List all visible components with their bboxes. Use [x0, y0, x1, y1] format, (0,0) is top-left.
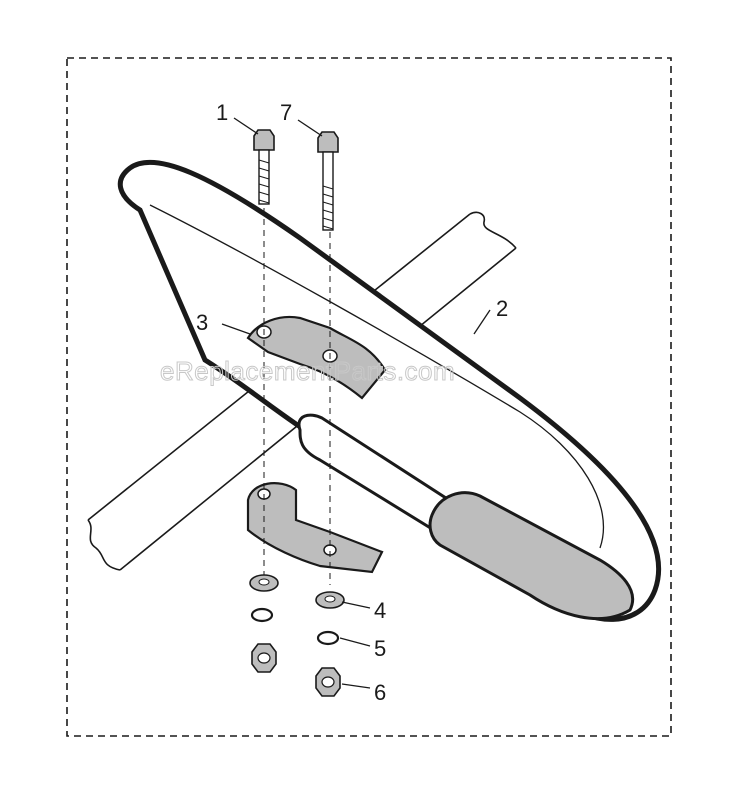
callout-6: 6 — [374, 680, 386, 705]
callout-2: 2 — [496, 296, 508, 321]
watermark-text: eReplacementParts.com — [160, 356, 455, 386]
bolt-centerlines — [263, 208, 331, 585]
flat-washer-right — [315, 591, 345, 609]
lock-washer-right — [316, 630, 340, 646]
handle-bar — [117, 159, 662, 622]
flat-washer-left — [249, 574, 279, 592]
upper-clamp — [246, 315, 387, 400]
callout-4: 4 — [374, 598, 386, 623]
bolt-long — [317, 131, 339, 231]
callout-1: 1 — [216, 100, 228, 125]
lower-clamp — [246, 482, 384, 574]
callout-3: 3 — [196, 310, 208, 335]
hex-nut-left — [251, 643, 277, 673]
callout-7: 7 — [280, 100, 292, 125]
hex-nut-right — [315, 667, 341, 697]
callout-5: 5 — [374, 636, 386, 661]
diagram-frame — [66, 57, 672, 737]
bolt-short — [253, 129, 275, 205]
lock-washer-left — [250, 607, 274, 623]
leader-lines — [221, 117, 491, 689]
